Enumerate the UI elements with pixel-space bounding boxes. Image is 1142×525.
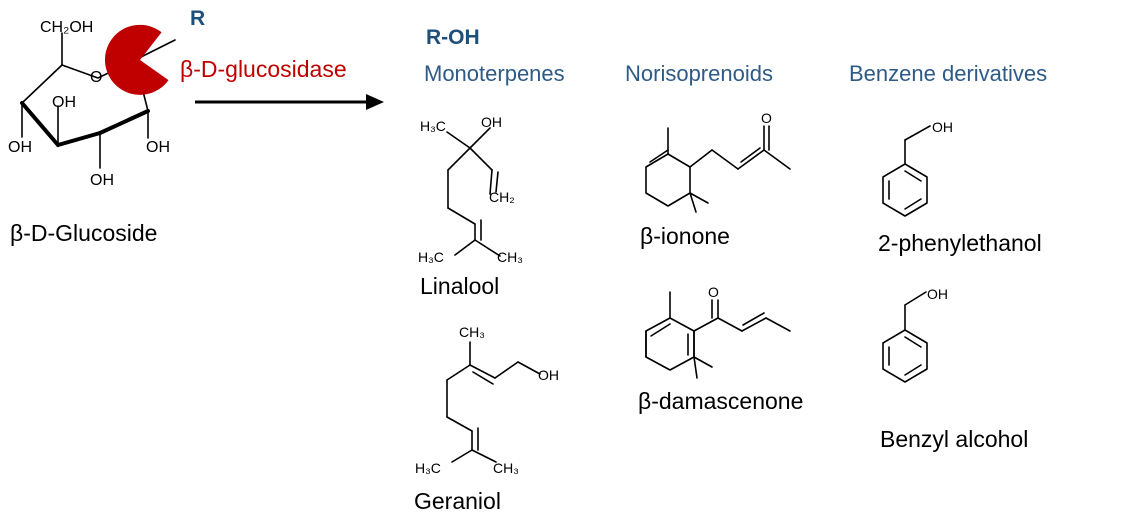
- beta-damascenone-structure: O: [645, 284, 791, 379]
- enzyme-label: β-D-glucosidase: [180, 56, 347, 82]
- reaction-arrow: [195, 94, 384, 110]
- compound-beta-ionone: β-ionone: [640, 223, 730, 249]
- enzyme-shape: [104, 24, 169, 95]
- linalool-ch3-bottom: CH₃: [497, 249, 523, 265]
- geraniol-h3c: H₃C: [415, 460, 441, 476]
- linalool-ch2: CH₂: [489, 189, 515, 205]
- glucoside-structure: CH₂OH O OH OH OH OH: [8, 19, 176, 189]
- benzyl-alcohol-structure: OH: [882, 286, 948, 383]
- category-norisoprenoids: Norisoprenoids: [625, 61, 773, 86]
- compound-beta-damascenone: β-damascenone: [638, 388, 804, 414]
- compound-benzyl-alcohol: Benzyl alcohol: [880, 426, 1029, 452]
- ionone-o: O: [761, 110, 772, 126]
- product-header: R-OH: [426, 26, 480, 49]
- compound-linalool: Linalool: [420, 273, 500, 299]
- beta-ionone-structure: O: [645, 110, 791, 213]
- geraniol-ch3-bottom: CH₃: [493, 460, 519, 476]
- oh-label-c4: OH: [8, 139, 32, 156]
- geraniol-oh: OH: [538, 367, 559, 383]
- phenylethanol-oh: OH: [932, 119, 953, 135]
- linalool-structure: H₃C OH CH₂ H₃C CH₃: [418, 114, 523, 265]
- benzyl-oh: OH: [927, 286, 948, 302]
- geraniol-structure: CH₃ OH H₃C CH₃: [415, 324, 559, 476]
- category-benzene-derivatives: Benzene derivatives: [849, 61, 1048, 86]
- compound-geraniol: Geraniol: [414, 488, 501, 514]
- linalool-h3c-top: H₃C: [420, 118, 446, 134]
- geraniol-ch3-top: CH₃: [459, 324, 485, 340]
- category-monoterpenes: Monoterpenes: [424, 61, 565, 86]
- damascenone-o: O: [708, 284, 719, 300]
- r-group-label: R: [190, 7, 206, 30]
- linalool-oh: OH: [481, 114, 502, 130]
- linalool-h3c-bottom: H₃C: [418, 249, 444, 265]
- ch2oh-label: CH₂OH: [40, 19, 93, 36]
- oh-label-c3: OH: [52, 94, 76, 111]
- compound-2-phenylethanol: 2-phenylethanol: [878, 230, 1042, 256]
- oh-label-c1: OH: [90, 172, 114, 189]
- ring-oxygen-label: O: [90, 69, 102, 86]
- glucoside-name: β-D-Glucoside: [10, 220, 158, 246]
- phenylethanol-structure: OH: [882, 119, 953, 217]
- oh-label-c2: OH: [146, 139, 170, 156]
